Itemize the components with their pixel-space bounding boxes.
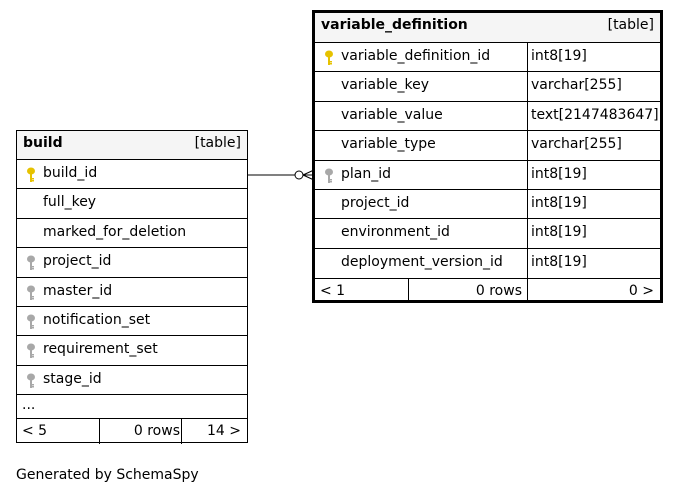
credit-text: Generated by SchemaSpy [16, 467, 199, 483]
row-count: 0 rows [133, 423, 180, 440]
column-row[interactable]: requirement_set [17, 336, 247, 366]
table-kind: [table] [607, 17, 654, 33]
column-row[interactable]: variable_type varchar[255] [315, 131, 660, 161]
column-row[interactable]: master_id [17, 278, 247, 307]
parents-count[interactable]: < 1 [320, 283, 346, 300]
foreign-key-icon [323, 168, 335, 184]
column-row[interactable]: plan_id int8[19] [315, 160, 660, 190]
column-row[interactable]: build_id [17, 160, 247, 190]
primary-key-icon [323, 50, 335, 66]
ellipsis: ... [22, 397, 36, 414]
column-type: text[2147483647] [531, 106, 659, 123]
column-name: stage_id [43, 370, 102, 387]
column-type: int8[19] [531, 194, 587, 211]
primary-key-icon [25, 167, 37, 183]
column-type: varchar[255] [531, 136, 622, 153]
column-name: master_id [43, 282, 113, 299]
column-name: project_id [341, 194, 410, 211]
column-name: plan_id [341, 165, 392, 182]
column-row[interactable]: deployment_version_id int8[19] [315, 248, 660, 279]
table-name: build [23, 135, 63, 151]
parents-count[interactable]: < 5 [22, 423, 48, 440]
build-table[interactable]: build [table] build_id full_key marked_for… [16, 130, 248, 445]
more-columns: ... [17, 395, 247, 420]
table-name: variable_definition [321, 17, 468, 33]
foreign-key-icon [25, 343, 37, 359]
column-name: build_id [43, 165, 98, 181]
column-name: variable_type [341, 136, 436, 153]
column-type: varchar[255] [531, 77, 622, 94]
column-name: project_id [43, 253, 112, 270]
variable-definition-table[interactable]: variable_definition [table] variable_def… [312, 10, 663, 304]
column-name: marked_for_deletion [43, 223, 187, 240]
column-type: int8[19] [531, 165, 587, 182]
table-kind: [table] [194, 135, 241, 151]
column-name: notification_set [43, 311, 151, 328]
table-header[interactable]: build [table] [17, 131, 247, 160]
column-row[interactable]: marked_for_deletion [17, 219, 247, 249]
column-row[interactable]: stage_id [17, 366, 247, 396]
column-type: int8[19] [531, 253, 587, 270]
table-header[interactable]: variable_definition [table] [315, 13, 660, 43]
column-type: int8[19] [531, 224, 587, 241]
foreign-key-icon [25, 373, 37, 389]
column-row[interactable]: project_id int8[19] [315, 189, 660, 220]
children-count[interactable]: 14 > [207, 423, 241, 440]
column-name: variable_value [341, 106, 443, 123]
column-row[interactable]: notification_set [17, 307, 247, 337]
column-type: int8[19] [531, 48, 587, 64]
foreign-key-icon [25, 285, 37, 301]
children-count[interactable]: 0 > [628, 283, 654, 300]
column-name: full_key [43, 194, 97, 211]
column-row[interactable]: variable_value text[2147483647] [315, 101, 660, 132]
table-footer: < 5 0 rows 14 > [17, 419, 247, 445]
column-name: variable_definition_id [341, 48, 491, 64]
table-footer: < 1 0 rows 0 > [315, 278, 660, 304]
column-row[interactable]: project_id [17, 248, 247, 278]
column-row[interactable]: variable_definition_id int8[19] [315, 43, 660, 73]
column-name: variable_key [341, 77, 429, 94]
row-count: 0 rows [475, 283, 522, 300]
column-name: deployment_version_id [341, 253, 503, 270]
column-name: requirement_set [43, 341, 158, 358]
column-row[interactable]: environment_id int8[19] [315, 219, 660, 249]
column-name: environment_id [341, 224, 450, 241]
foreign-key-icon [25, 255, 37, 271]
column-row[interactable]: full_key [17, 189, 247, 219]
foreign-key-icon [25, 314, 37, 330]
column-row[interactable]: variable_key varchar[255] [315, 72, 660, 102]
